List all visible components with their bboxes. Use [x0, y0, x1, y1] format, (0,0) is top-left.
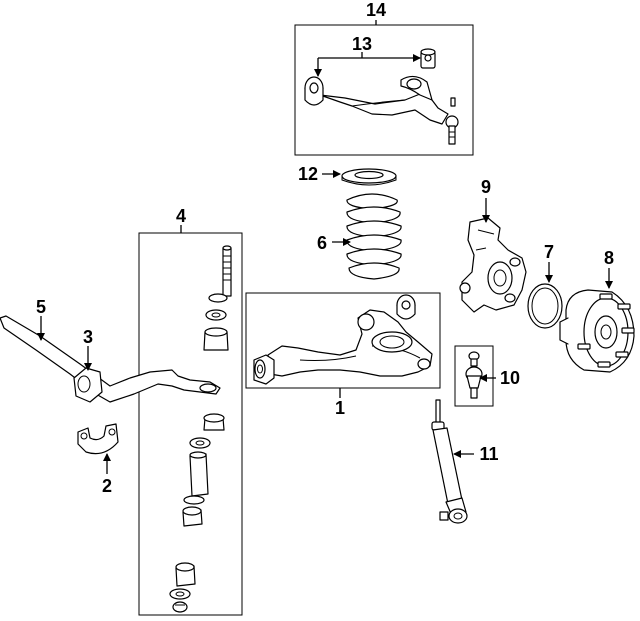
- callout-11: 11: [479, 444, 498, 464]
- lower-control-arm: [267, 309, 433, 377]
- upper-arm-rear-bushing: [304, 76, 324, 106]
- upper-ball-joint: [445, 97, 459, 145]
- stabilizer-bar: [0, 315, 221, 403]
- callout-13: 13: [352, 34, 372, 54]
- shock-absorber: [431, 399, 468, 524]
- lower-arm-bushing-front: [396, 294, 416, 320]
- upper-arm-front-bushing: [420, 48, 436, 69]
- upper-control-arm: [319, 75, 449, 125]
- callout-2: 2: [102, 476, 112, 496]
- callout-14: 14: [366, 0, 386, 20]
- stabilizer-link-kit: [169, 245, 232, 613]
- callout-6: 6: [317, 233, 327, 253]
- lower-arm-bushing-rear: [253, 354, 275, 385]
- callout-12: 12: [298, 164, 318, 184]
- callout-5: 5: [36, 297, 46, 317]
- stabilizer-bar-bracket: [77, 423, 119, 455]
- lower-ball-joint: [465, 351, 483, 399]
- callout-3: 3: [83, 327, 93, 347]
- spring-insulator: [341, 168, 397, 186]
- steering-knuckle: [459, 217, 527, 313]
- lower-control-arm-box: [245, 292, 441, 389]
- ball-joint-box: [454, 345, 494, 407]
- stabilizer-link-kit-box: [138, 232, 243, 616]
- callout-8: 8: [604, 248, 614, 268]
- callout-1: 1: [335, 398, 345, 418]
- upper-control-arm-kit-box: [294, 24, 474, 156]
- callout-10: 10: [500, 368, 520, 388]
- callout-9: 9: [481, 177, 491, 197]
- wheel-studs: [577, 293, 635, 368]
- coil-spring: [346, 193, 402, 280]
- hub-seal-ring: [527, 283, 563, 329]
- wheel-hub-bearing: [559, 289, 635, 373]
- leader-lines: [37, 20, 613, 474]
- callout-4: 4: [176, 206, 186, 226]
- callout-7: 7: [544, 242, 554, 262]
